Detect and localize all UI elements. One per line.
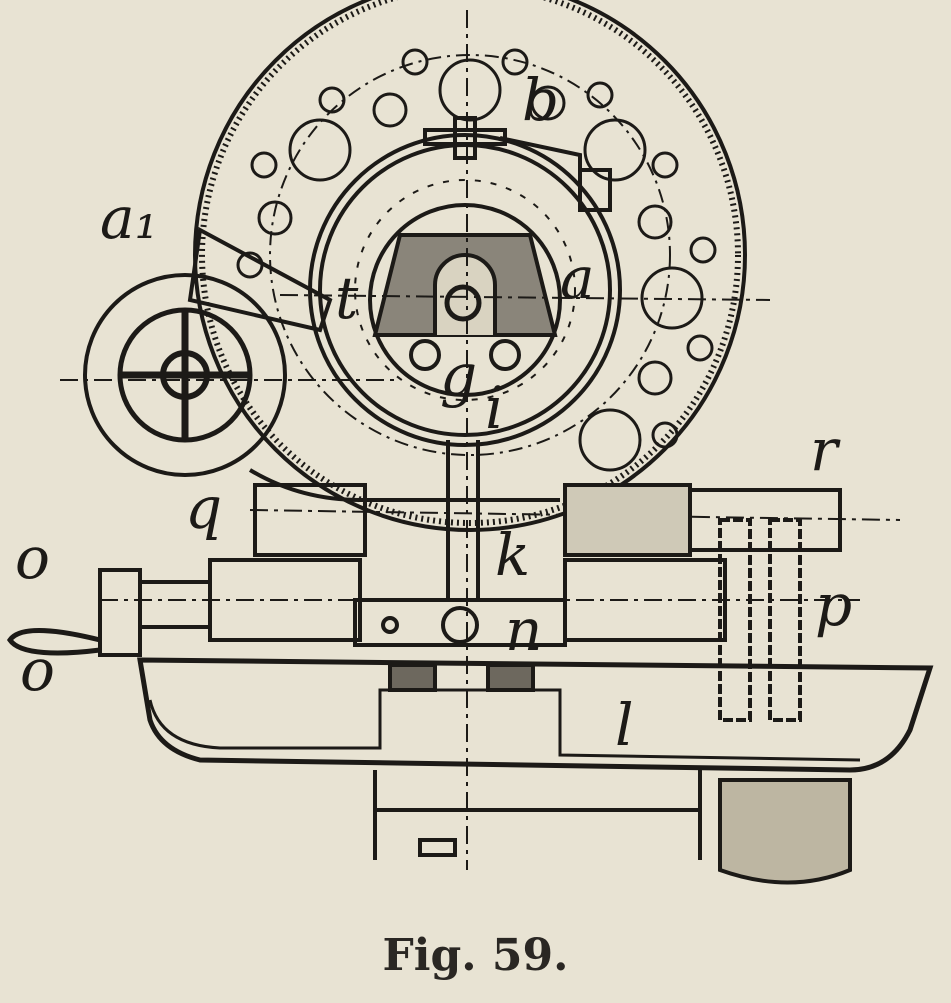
label-a: a	[560, 244, 595, 312]
base-trough	[137, 657, 934, 773]
label-i: i	[485, 374, 504, 442]
figure-caption: Fig. 59.	[382, 930, 569, 981]
wheel-holes	[236, 48, 717, 472]
label-p: p	[815, 571, 852, 639]
label-b: b	[522, 66, 559, 134]
label-o-bottom: o	[20, 636, 55, 704]
label-g: g	[440, 341, 477, 409]
label-a1: a₁	[100, 184, 158, 252]
label-n: n	[505, 596, 542, 664]
label-o-top: o	[15, 524, 50, 592]
label-r: r	[810, 416, 841, 484]
label-l: l	[615, 691, 634, 759]
label-t: t	[335, 264, 359, 332]
label-k: k	[495, 521, 530, 589]
label-q: q	[185, 474, 222, 542]
handwheel	[83, 273, 287, 477]
